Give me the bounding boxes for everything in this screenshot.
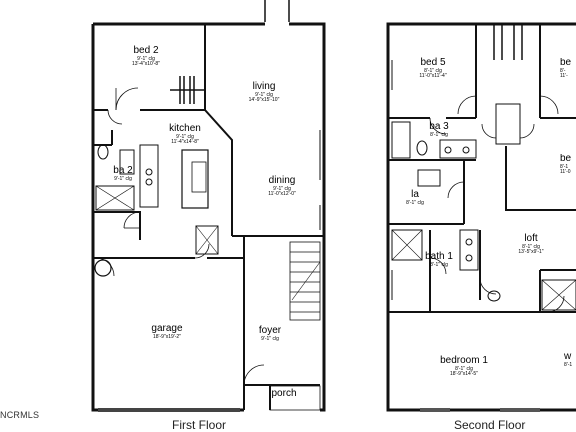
room-name: ba 2 <box>113 165 133 176</box>
first-floor-caption: First Floor <box>172 418 226 432</box>
second-floor-closets <box>493 24 523 60</box>
room-size: 18'-9"x14'-5" <box>450 370 478 377</box>
room-size: 13'-4"x10'-8" <box>132 60 160 67</box>
room-name: bath 1 <box>425 251 453 262</box>
stair-opening <box>541 279 576 311</box>
bed2-label: bed 2 9'-1" clg 13'-4"x10'-8" <box>118 45 174 67</box>
dining-label: dining 9'-1" clg 11'-0"x12'-0" <box>256 175 308 197</box>
exterior-stub <box>264 0 290 22</box>
room-ceiling: 8'-1 <box>560 163 569 170</box>
room-ceiling: 8'- <box>560 67 566 74</box>
room-name: w <box>564 352 572 362</box>
la-label: la 8'-1" clg <box>400 189 430 206</box>
ba3-label: ba 3 8'-1" clg <box>424 121 454 138</box>
living-label: living 9'-1" clg 14'-9"x15'-10" <box>236 81 292 103</box>
watermark-label: NCRMLS <box>0 410 40 420</box>
room-ceiling: 8'-1 <box>564 361 573 368</box>
room-size: 11'-0"x11'-4" <box>419 72 447 79</box>
bedroom1-label: bedroom 1 8'-1" clg 18'-9"x14'-5" <box>432 355 496 377</box>
room-ceiling: 8'-1" clg <box>430 131 448 138</box>
hall-doors <box>429 95 565 313</box>
room-name: bed 2 <box>133 45 159 56</box>
second-floor-interior-walls <box>388 24 576 313</box>
room-ceiling: 8'-1" clg <box>430 261 448 268</box>
room-name: be <box>560 58 572 68</box>
ba2-label: ba 2 9'-1" clg <box>108 165 138 182</box>
bath1-shower <box>391 229 423 261</box>
room-name: loft <box>524 233 538 244</box>
room-ceiling: 9'-1" clg <box>273 185 291 192</box>
windows <box>319 130 325 230</box>
second-floor-plan <box>386 22 576 412</box>
bed3-label: be 8'-1 11'-0 <box>560 154 576 175</box>
room-name: kitchen <box>169 123 201 134</box>
bath2-tub <box>95 185 135 211</box>
room-size: 11'-0"x12'-0" <box>268 190 296 197</box>
ba3-tub <box>391 121 411 159</box>
room-name: foyer <box>258 325 282 336</box>
second-floor-exterior-walls <box>386 22 576 412</box>
room-name: dining <box>268 175 296 186</box>
room-size: 13'-5"x9'-1" <box>518 248 544 255</box>
room-name: garage <box>151 323 183 334</box>
room-size: 14'-9"x15'-10" <box>248 96 280 103</box>
door-swings <box>95 87 265 386</box>
room-size: 18'-9"x19'-2" <box>153 333 181 340</box>
loft-label: loft 8'-1" clg 13'-5"x9'-1" <box>508 233 554 255</box>
porch-slab <box>269 385 321 411</box>
bed4-label: be 8'- 11'- <box>560 58 576 79</box>
kitchen-counter <box>139 144 159 208</box>
room-size: 11'-0 <box>560 168 571 175</box>
room-ceiling: 8'-1" clg <box>455 365 473 372</box>
foyer-label: foyer 9'-1" clg <box>252 325 288 342</box>
second-floor-caption: Second Floor <box>454 418 526 432</box>
bed2-closet <box>170 76 205 104</box>
garage-label: garage 18'-9"x19'-2" <box>138 323 196 340</box>
room-ceiling: 8'-1" clg <box>424 67 442 74</box>
room-name: bedroom 1 <box>440 355 488 366</box>
room-name: ba 3 <box>429 121 449 132</box>
kitchen-label: kitchen 9'-1" clg 11'-4"x14'-8" <box>160 123 210 145</box>
room-ceiling: 8'-1" clg <box>406 199 424 206</box>
room-ceiling: 9'-1" clg <box>114 175 132 182</box>
hall-linen <box>495 103 521 145</box>
room-ceiling: 8'-1" clg <box>522 243 540 250</box>
room-ceiling: 9'-1" clg <box>137 55 155 62</box>
room-ceiling: 9'-1" clg <box>261 335 279 342</box>
first-floor-stairs <box>289 241 321 321</box>
room-name: la <box>411 189 419 200</box>
porch-label: porch <box>270 388 298 400</box>
bath1-label: bath 1 8'-1" clg <box>422 251 456 268</box>
room-size: 11'-4"x14'-8" <box>171 138 199 145</box>
room-name: bed 5 <box>420 57 446 68</box>
bed5-label: bed 5 8'-1" clg 11'-0"x11'-4" <box>408 57 458 79</box>
laundry-units <box>417 169 441 187</box>
room-ceiling: 9'-1" clg <box>176 133 194 140</box>
room-size: 11'- <box>560 72 568 79</box>
bath2-toilet <box>97 144 109 160</box>
room-name: living <box>252 81 276 92</box>
room-name: porch <box>271 388 297 399</box>
room-ceiling: 9'-1" clg <box>255 91 273 98</box>
water-heater <box>94 259 112 277</box>
wic-label: w 8'-1 <box>564 352 576 368</box>
room-name: be <box>560 154 572 164</box>
kitchen-island <box>181 149 209 209</box>
first-floor-plan <box>91 0 326 412</box>
second-floor-windows <box>387 60 540 412</box>
